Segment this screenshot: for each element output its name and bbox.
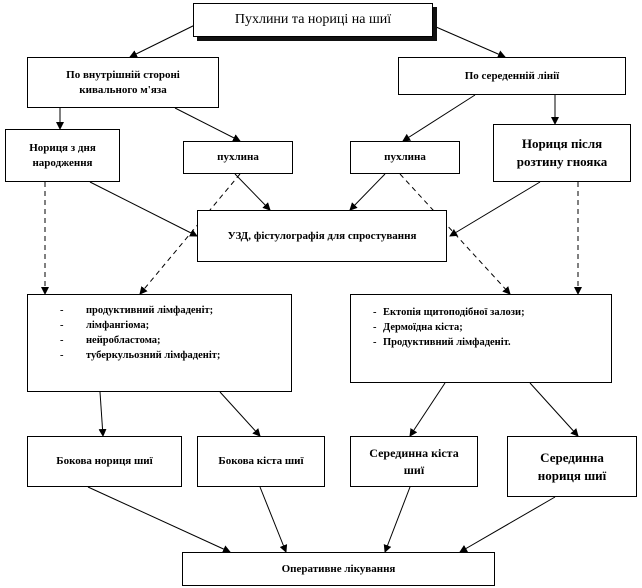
median-cyst-text: Серединна кіста шиї <box>369 446 459 477</box>
diagnostics-box: УЗД, фістулографія для спростування <box>197 210 447 262</box>
arrow-mfist-to-treat <box>459 496 556 553</box>
list-item: -Продуктивний лімфаденіт. <box>373 337 511 348</box>
left-branch-box: По внутрішній стороні кивального м'яза <box>27 57 219 108</box>
diagnostics-text: УЗД, фістулографія для спростування <box>227 229 417 242</box>
dashed-rtumor-to-rdx <box>399 173 511 295</box>
lateral-fistula-box: Бокова нориця шиї <box>27 436 182 487</box>
arrow-left-to-tumor <box>174 107 241 142</box>
right-diagnoses-list: -Ектопія щитоподібної залози; -Дермоїдна… <box>373 305 611 350</box>
dashed-tumor-to-ldx <box>139 173 241 295</box>
title-text: Пухлини та нориці на шиї <box>234 11 392 27</box>
arrow-lcyst-to-treat <box>259 486 288 553</box>
arrow-mcyst-to-treat <box>383 486 411 553</box>
lateral-fistula-text: Бокова нориця шиї <box>56 455 153 468</box>
treatment-text: Оперативне лікування <box>281 562 396 575</box>
left-fistula-box: Нориця з дня народження <box>5 129 120 182</box>
lateral-cyst-text: Бокова кіста шиї <box>218 455 304 468</box>
left-tumor-text: пухлина <box>217 151 259 164</box>
list-item: -нейробластома; <box>60 335 161 346</box>
right-branch-text: По середенній лінії <box>464 69 560 82</box>
left-diagnoses-box: -продуктивний лімфаденіт; -лімфангіома; … <box>27 294 292 392</box>
title-box: Пухлини та нориці на шиї <box>193 3 433 37</box>
arrow-ldx-to-lfist <box>98 391 107 437</box>
lateral-cyst-box: Бокова кіста шиї <box>197 436 325 487</box>
list-item: -Ектопія щитоподібної залози; <box>373 307 525 318</box>
list-item: -Дермоїдна кіста; <box>373 322 463 333</box>
list-item: -туберкульозний лімфаденіт; <box>60 350 221 361</box>
left-branch-text: По внутрішній стороні кивального м'яза <box>66 68 180 96</box>
arrow-ldx-to-lcyst <box>219 391 261 437</box>
left-diagnoses-list: -продуктивний лімфаденіт; -лімфангіома; … <box>60 303 291 363</box>
left-fistula-text: Нориця з дня народження <box>29 141 96 169</box>
arrow-title-to-right <box>419 19 506 58</box>
arrow-rfistula-to-dx <box>449 181 541 237</box>
arrow-tumor-to-dx <box>234 173 271 211</box>
right-tumor-text: пухлина <box>384 151 426 164</box>
left-tumor-box: пухлина <box>183 141 293 174</box>
arrow-rdx-to-mcyst <box>409 382 446 437</box>
arrow-fistula-to-dx <box>89 181 198 237</box>
arrow-lfist-to-treat <box>87 486 231 553</box>
arrow-rtumor-to-dx <box>349 173 386 211</box>
right-tumor-box: пухлина <box>350 141 460 174</box>
median-fistula-box: Серединна нориця шиї <box>507 436 637 497</box>
right-fistula-text: Нориця після розтину гнояка <box>516 136 608 169</box>
arrow-rdx-to-mfist <box>529 382 579 437</box>
treatment-box: Оперативне лікування <box>182 552 495 586</box>
right-diagnoses-box: -Ектопія щитоподібної залози; -Дермоїдна… <box>350 294 612 383</box>
right-branch-box: По середенній лінії <box>398 57 626 95</box>
arrow-title-to-left <box>129 19 206 58</box>
arrow-right-to-tumor <box>402 94 476 142</box>
median-fistula-text: Серединна нориця шиї <box>537 449 607 483</box>
right-fistula-box: Нориця після розтину гнояка <box>493 124 631 182</box>
list-item: -лімфангіома; <box>60 320 150 331</box>
list-item: -продуктивний лімфаденіт; <box>60 305 214 316</box>
median-cyst-box: Серединна кіста шиї <box>350 436 478 487</box>
